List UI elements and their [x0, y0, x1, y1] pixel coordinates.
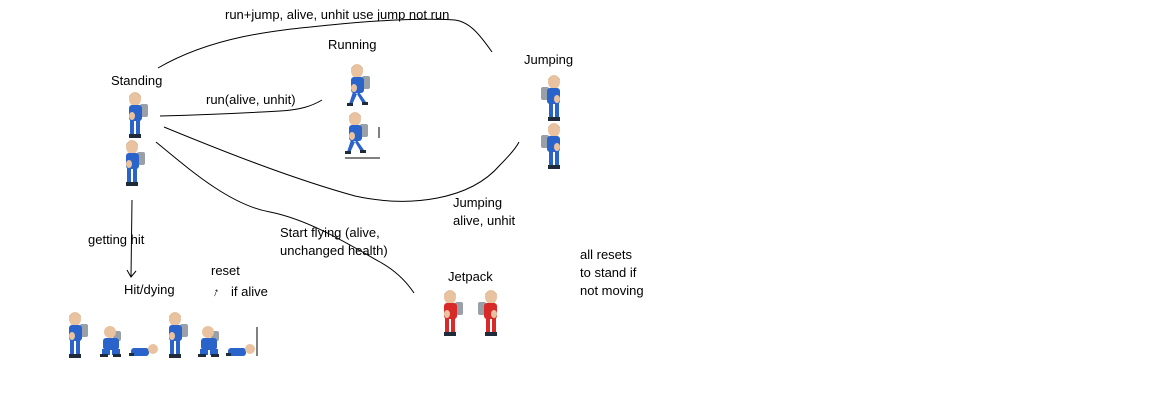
edge-getting-hit-arrowhead	[126, 269, 137, 278]
transition-label-run: run(alive, unhit)	[206, 92, 296, 107]
sprite-hit-frame-5	[198, 326, 219, 357]
transition-label-jumping-line2: alive, unhit	[453, 213, 516, 228]
transition-label-start-flying-line2: unchanged health)	[280, 243, 388, 258]
note-all-resets: all resets to stand if not moving	[580, 246, 644, 300]
transition-label-jumping: Jumping alive, unhit	[453, 194, 515, 230]
edge-run	[159, 99, 323, 117]
sprite-jumping-frame-2	[541, 123, 560, 169]
state-label-jetpack: Jetpack	[448, 269, 493, 284]
sprite-hit-frame-2	[100, 326, 121, 357]
sprite-jumping-frame-1	[541, 75, 560, 121]
transition-label-reset: reset	[211, 263, 240, 278]
transition-label-start-flying-line1: Start flying (alive,	[280, 225, 380, 240]
sprite-running-frame-1	[347, 64, 370, 106]
sprite-running-frame-2	[345, 112, 368, 154]
edge-getting-hit	[130, 199, 133, 278]
state-label-hit-dying: Hit/dying	[124, 282, 175, 297]
edge-run-jump	[157, 18, 493, 69]
sprite-hit-frame-6	[226, 344, 255, 356]
transition-label-run-jump: run+jump, alive, unhit use jump not run	[225, 7, 450, 22]
transition-label-start-flying: Start flying (alive, unchanged health)	[280, 224, 388, 260]
sprite-hit-frame-3	[129, 344, 158, 356]
note-line2: to stand if	[580, 265, 637, 280]
sprite-hit-frame-4	[169, 312, 188, 358]
state-label-jumping: Jumping	[524, 52, 574, 67]
sprite-standing-frame-1	[129, 92, 148, 138]
state-label-running: Running	[328, 37, 377, 52]
sprite-standing-frame-2	[126, 140, 145, 186]
transition-label-getting-hit: getting hit	[88, 232, 145, 247]
note-line3: not moving	[580, 283, 644, 298]
transition-label-if-alive: if alive	[231, 284, 268, 299]
sprite-hit-frame-1	[69, 312, 88, 358]
edge-start-flying	[155, 141, 415, 294]
note-line1: all resets	[580, 247, 633, 262]
edge-jumping	[163, 126, 520, 202]
state-label-standing: Standing	[111, 73, 163, 88]
sprite-jetpack-frame-1	[444, 290, 463, 336]
sprite-jetpack-frame-2	[478, 290, 497, 336]
transition-label-jumping-line1: Jumping	[453, 195, 503, 210]
